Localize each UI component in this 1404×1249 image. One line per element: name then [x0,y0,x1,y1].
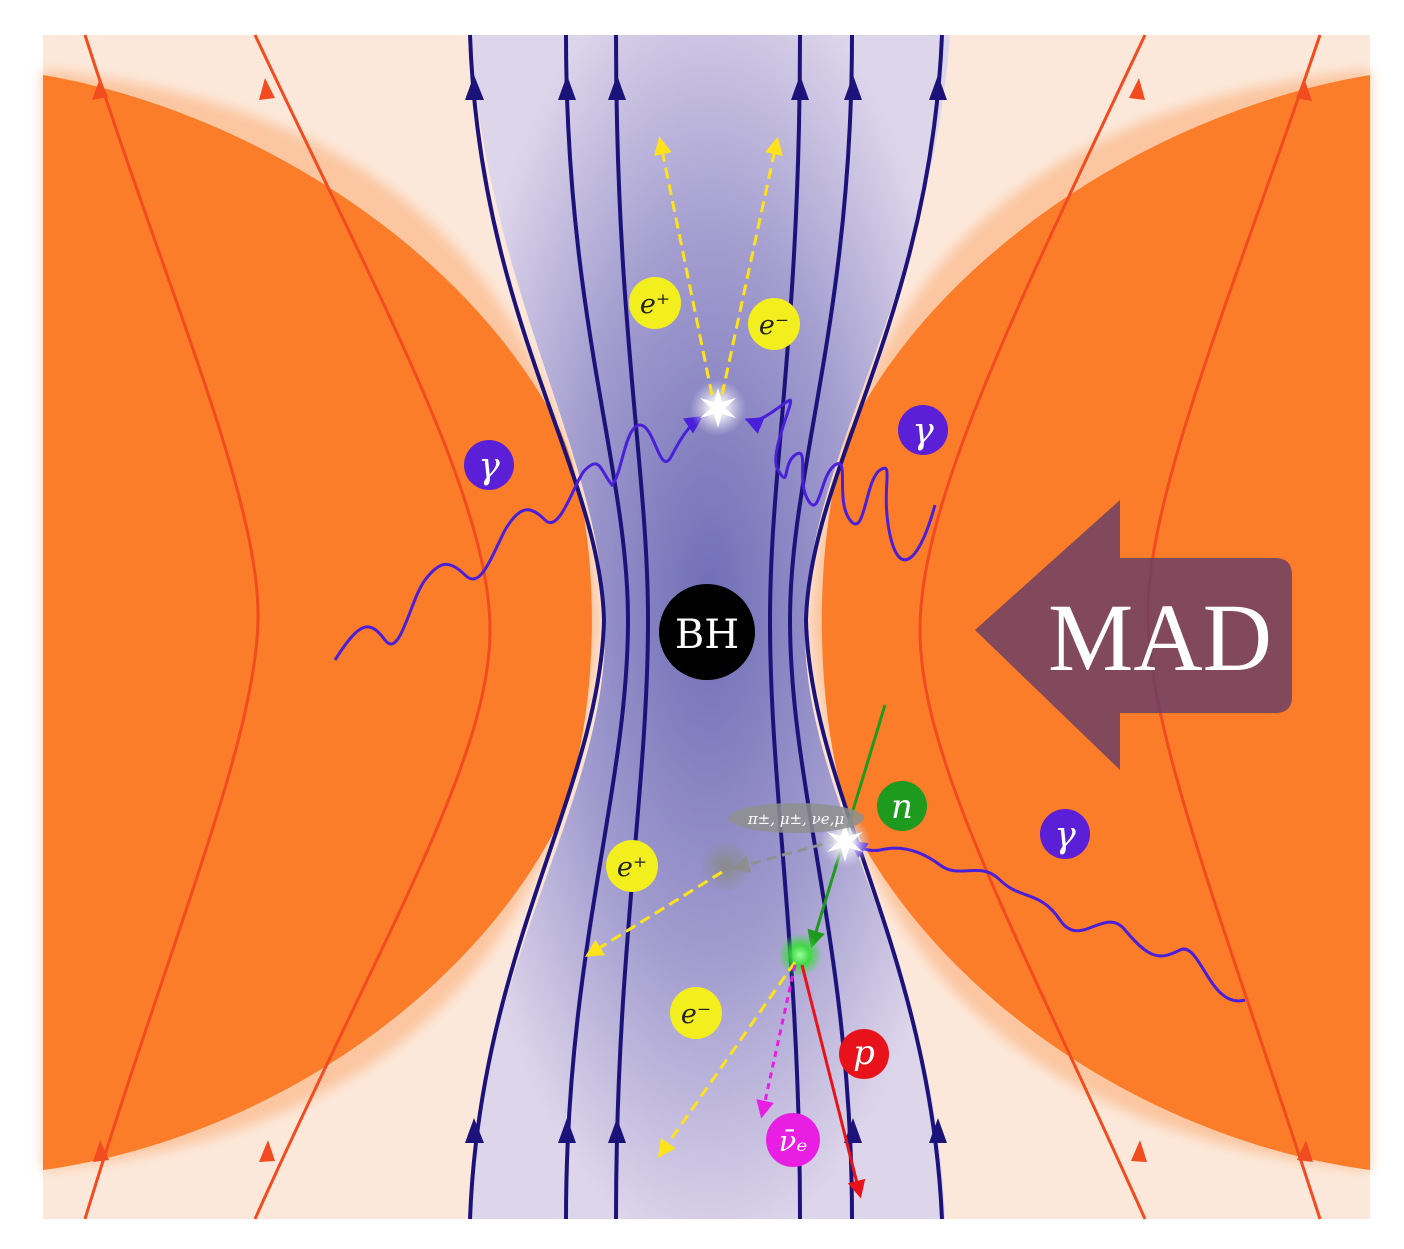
positron-label-bottom: e⁺ [617,852,647,883]
antineutrino-label: ν̄ₑ [779,1124,808,1158]
electron-label-bottom: e⁻ [681,999,711,1030]
gamma-badge-left: γ [464,440,514,490]
antineutrino-track [756,964,797,1119]
proton-track [800,964,866,1199]
electron-badge-top: e⁻ [748,298,800,350]
electron-badge-bottom: e⁻ [670,987,722,1039]
black-hole-label: BH [675,612,739,658]
decay-products-label: π±, μ±, νe,μ [747,810,844,828]
positron-track-top [654,136,714,396]
positron-badge-bottom: e⁺ [606,840,658,892]
neutron-label: n [891,787,913,827]
gamma-badge-top-right: γ [898,405,948,455]
pair-production-flash-top [690,380,746,436]
photon-wave-left [333,416,703,661]
disk-field-arrows-right [1129,78,1313,1162]
gamma-badge-bottom-right: γ [1040,809,1090,859]
photon-wave-lower-right [849,839,1246,1003]
accretion-disk-left [43,75,592,1170]
mad-arrow [975,500,1292,770]
electron-track-top [720,136,783,396]
mad-label: MAD [1048,584,1272,691]
disk-field-arrows-left [92,78,275,1162]
neutron-decay-flash [778,933,822,977]
black-hole [659,584,755,680]
gamma-label-bottom-right: γ [1054,815,1076,856]
decay-blob [700,840,752,892]
disk-field-lines-left [83,34,492,1220]
electron-label-top: e⁻ [759,310,789,341]
antineutrino-badge: ν̄ₑ [766,1113,820,1167]
neutron-badge: n [877,781,927,831]
proton-badge: p [839,1029,889,1079]
jet-field-lines [468,34,944,1220]
positron-track-bottom [584,870,723,957]
positron-label-top: e⁺ [640,289,670,320]
photon-wave-upper-right [744,398,937,562]
gamma-label-top-right: γ [912,411,934,452]
positron-badge-top: e⁺ [629,277,681,329]
gamma-label-left: γ [478,446,500,487]
proton-label: p [853,1033,875,1073]
electron-track-bottom [657,961,797,1158]
decay-products-badge: π±, μ±, νe,μ [728,803,864,833]
